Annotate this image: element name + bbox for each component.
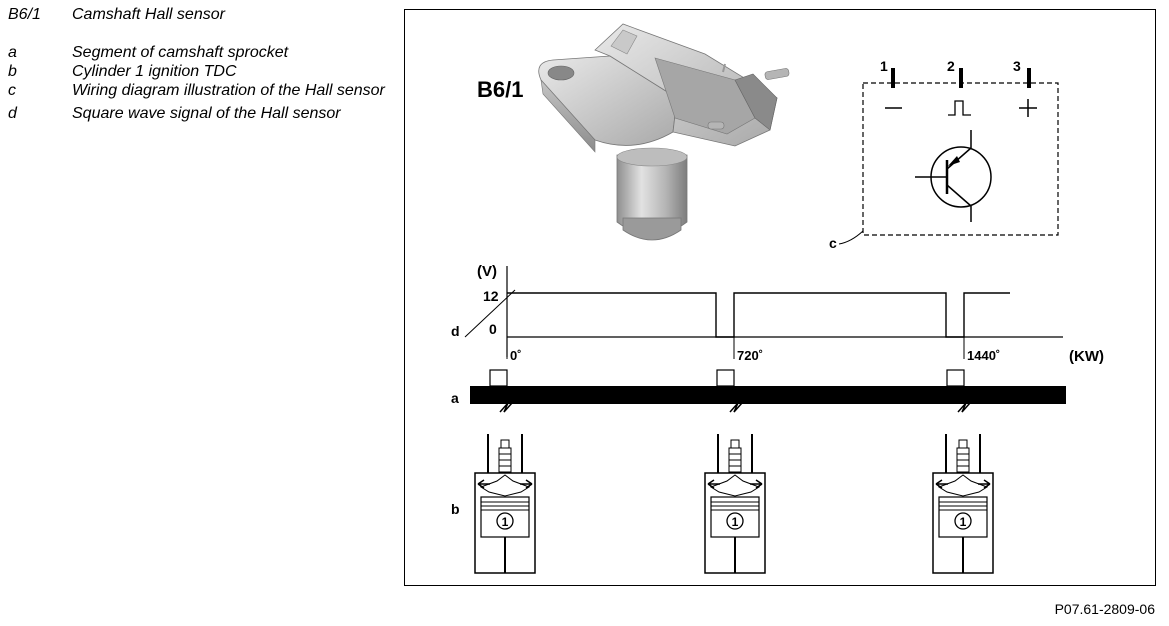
- callout-d: d: [451, 323, 460, 339]
- legend-text: Cylinder 1 ignition TDC: [72, 63, 237, 80]
- voltage-12-label: 12: [483, 288, 499, 304]
- legend-text: Camshaft Hall sensor: [72, 6, 225, 23]
- sprocket-segment: a: [451, 369, 1066, 406]
- callout-a: a: [451, 390, 459, 406]
- callout-d-leader: [464, 289, 516, 338]
- figure-frame: B6/1 1 2 3: [404, 9, 1156, 586]
- arrow-left-icon: [935, 479, 948, 489]
- sensor-illustration: B6/1: [477, 23, 790, 241]
- legend-item-a: a Segment of camshaft sprocket: [8, 44, 388, 62]
- voltage-unit-label: (V): [477, 263, 497, 280]
- combustion-flash-icon: [937, 474, 989, 497]
- cylinder-ignition-720: 1: [704, 402, 766, 574]
- arrow-left-icon: [707, 479, 720, 489]
- legend-item-c: c Wiring diagram illustration of the Hal…: [8, 82, 388, 100]
- sensor-connector: [594, 23, 790, 147]
- callout-c-leader: [838, 230, 864, 245]
- piston-number: 1: [960, 515, 967, 529]
- cylinder-ignition-1440: 1: [932, 402, 994, 574]
- square-pulse-icon: [948, 100, 971, 116]
- legend-text: Wiring diagram illustration of the Hall …: [72, 82, 385, 99]
- combustion-flash-icon: [709, 474, 761, 497]
- pin-2-label: 2: [947, 58, 955, 74]
- figure-id: P07.61-2809-06: [1054, 601, 1155, 617]
- hall-sensor-diagram: B6/1 1 2 3: [451, 23, 1104, 574]
- sprocket-bar: [470, 386, 1066, 404]
- wiring-diagram: 1 2 3 c: [829, 58, 1059, 251]
- arrow-right-icon: [520, 479, 533, 489]
- angle-720-label: 720˚: [737, 348, 763, 363]
- legend-key: c: [8, 82, 16, 99]
- arrow-right-icon: [978, 479, 991, 489]
- square-wave-signal: [507, 292, 1010, 338]
- spark-plug-icon: [728, 439, 742, 473]
- combustion-flash-icon: [479, 474, 531, 497]
- legend-text: Segment of camshaft sprocket: [72, 44, 289, 61]
- sensor-label: B6/1: [477, 77, 523, 102]
- sprocket-tooth-1440: [946, 369, 965, 387]
- positive-symbol-icon: [1019, 99, 1037, 117]
- callout-c: c: [829, 235, 837, 251]
- arrow-right-icon: [750, 479, 763, 489]
- legend-key: b: [8, 63, 17, 80]
- piston-number-badge: [954, 512, 972, 530]
- pin-3-label: 3: [1013, 58, 1021, 74]
- voltage-0-label: 0: [489, 321, 497, 337]
- legend-key: B6/1: [8, 6, 41, 23]
- legend-text: Square wave signal of the Hall sensor: [72, 105, 341, 122]
- spark-icon: [729, 402, 743, 413]
- sensor-flange: [538, 55, 678, 153]
- pin-1-label: 1: [880, 58, 888, 74]
- angle-0-label: 0˚: [510, 348, 522, 363]
- legend-item-d: d Square wave signal of the Hall sensor: [8, 105, 388, 123]
- arrow-left-icon: [477, 479, 490, 489]
- sensor-shaft: [616, 147, 688, 241]
- legend-title-row: B6/1 Camshaft Hall sensor: [8, 6, 388, 24]
- piston: [710, 496, 760, 573]
- callout-b: b: [451, 501, 460, 517]
- piston-number: 1: [502, 515, 509, 529]
- spark-plug-icon: [956, 439, 970, 473]
- spark-icon: [499, 402, 513, 413]
- sprocket-tooth-0: [489, 369, 508, 387]
- legend-key: d: [8, 105, 17, 122]
- cylinder-ignition-0: 1: [474, 402, 536, 574]
- spark-plug-icon: [498, 439, 512, 473]
- legend-key: a: [8, 44, 17, 61]
- piston-number-badge: [726, 512, 744, 530]
- piston-number-badge: [496, 512, 514, 530]
- spark-icon: [957, 402, 971, 413]
- angle-unit-label: (KW): [1069, 348, 1104, 365]
- legend-item-b: b Cylinder 1 ignition TDC: [8, 63, 388, 81]
- legend: B6/1 Camshaft Hall sensor a Segment of c…: [8, 6, 388, 123]
- angle-1440-label: 1440˚: [967, 348, 1000, 363]
- piston: [480, 496, 530, 573]
- signal-graph: (V) 12 0 d 0˚ 720˚ 1440˚ (KW): [451, 263, 1104, 365]
- piston: [938, 496, 988, 573]
- transistor-icon: [915, 130, 992, 222]
- piston-number: 1: [732, 515, 739, 529]
- sprocket-tooth-720: [716, 369, 735, 387]
